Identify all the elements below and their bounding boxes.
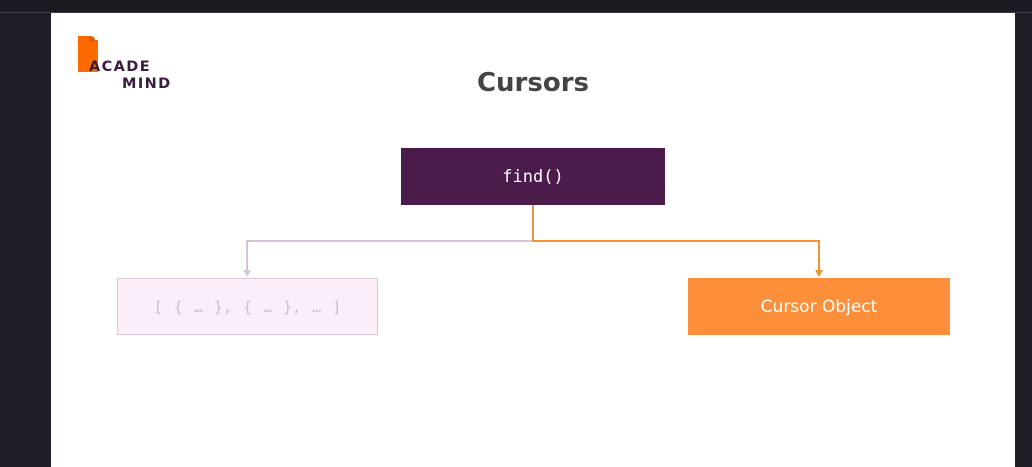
slide-title: Cursors [476,68,590,98]
slide: ACADE MIND Cursors find() [ { … }, { … }… [51,13,1015,467]
find-method-node: find() [401,148,665,205]
arrowhead-to-array [243,270,251,277]
diagram-connectors [243,205,823,277]
arrowhead-to-cursor [815,270,823,277]
logo-text-line2: MIND [122,76,172,92]
academind-logo: ACADE MIND [77,35,177,95]
logo-mark-icon [78,36,98,72]
logo-text-line1: ACADE [89,59,152,75]
array-result-node: [ { … }, { … }, … ] [117,278,378,335]
top-bar [0,0,1032,13]
connector-to-cursor [532,205,820,275]
connector-to-array [246,205,534,275]
cursor-object-node: Cursor Object [688,278,950,335]
